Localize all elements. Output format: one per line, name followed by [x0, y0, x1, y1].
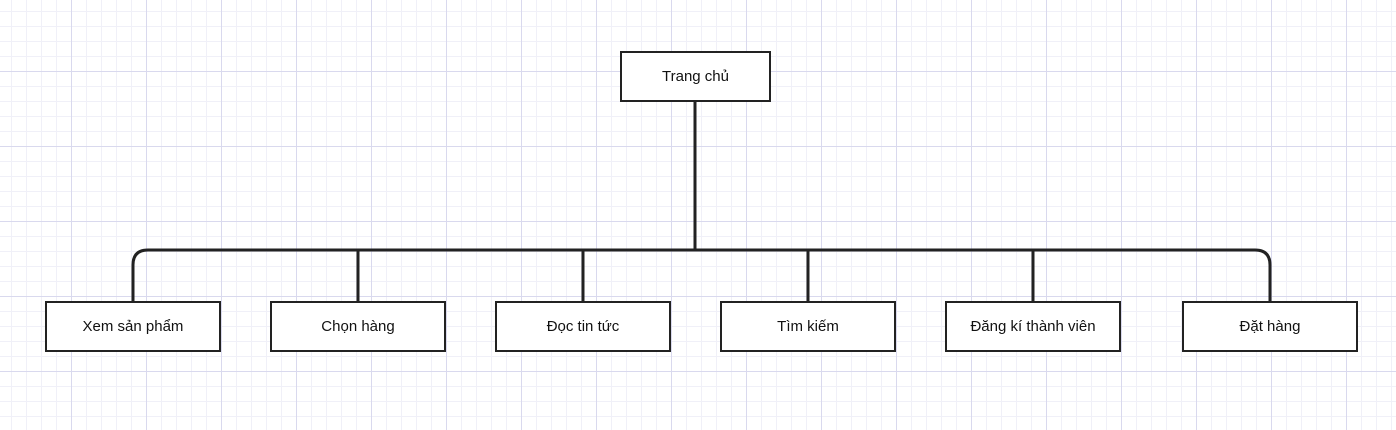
- node-doc-tin-tuc[interactable]: Đọc tin tức: [495, 301, 671, 352]
- node-tim-kiem[interactable]: Tìm kiếm: [720, 301, 896, 352]
- node-chon-hang[interactable]: Chọn hàng: [270, 301, 446, 352]
- node-label: Chọn hàng: [321, 318, 395, 335]
- node-dat-hang[interactable]: Đặt hàng: [1182, 301, 1358, 352]
- node-label: Đọc tin tức: [546, 318, 620, 335]
- node-label: Trang chủ: [662, 68, 729, 85]
- node-label: Đăng kí thành viên: [970, 318, 1096, 335]
- node-xem-san-pham[interactable]: Xem sản phẩm: [45, 301, 221, 352]
- node-label: Xem sản phẩm: [82, 318, 184, 335]
- node-trang-chu[interactable]: Trang chủ: [620, 51, 771, 102]
- bus-line: [131, 248, 1272, 301]
- node-label: Đặt hàng: [1239, 318, 1301, 335]
- node-dang-ki-thanh-vien[interactable]: Đăng kí thành viên: [945, 301, 1121, 352]
- node-label: Tìm kiếm: [777, 318, 839, 335]
